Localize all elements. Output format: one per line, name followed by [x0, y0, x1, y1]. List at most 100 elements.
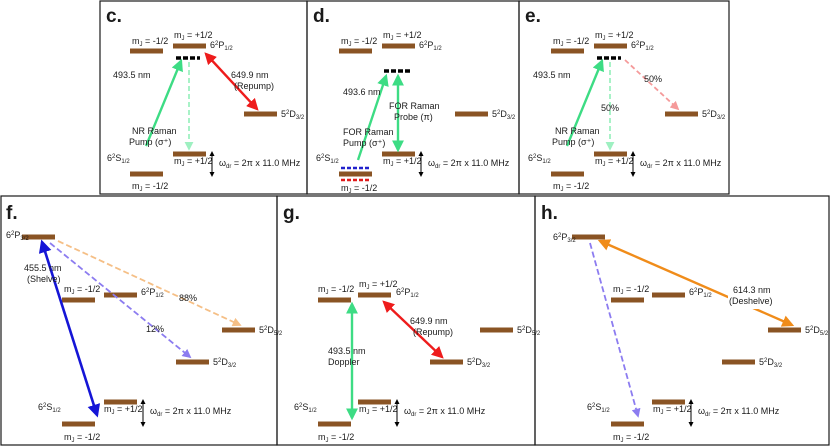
- g-label-p12: 62P1/2: [396, 287, 419, 299]
- c-label-nr-raman: NR Raman: [132, 126, 177, 136]
- e-label-pct-d: 50%: [644, 74, 662, 84]
- h-label-mj-minus: mJ = -1/2: [613, 284, 649, 296]
- h-label-deshelve: (Deshelve): [729, 296, 773, 306]
- c-label-s-mj-plus: mJ = +1/2: [174, 156, 213, 168]
- f-arrow-decay-d52: [57, 240, 242, 327]
- h-label-d52: 52D5/2: [805, 325, 829, 337]
- f-label-mj-minus: mJ = -1/2: [64, 284, 100, 296]
- d-label-d32: 52D3/2: [492, 109, 516, 121]
- e-label-pump: Pump (σ⁺): [552, 137, 594, 147]
- h-label-s-mj-minus: mJ = -1/2: [613, 432, 649, 444]
- c-label-p12: 62P1/2: [210, 40, 233, 52]
- e-label-s12: 62S1/2: [528, 153, 551, 165]
- c-label-mj-plus: mJ = +1/2: [174, 30, 213, 42]
- h-label-p12: 62P1/2: [689, 287, 712, 299]
- panel-e-frame: [518, 0, 730, 195]
- g-label-d52: 52D5/2: [517, 325, 541, 337]
- f-label-p32: 62P3/2: [6, 230, 29, 242]
- d-label-s12: 62S1/2: [316, 153, 339, 165]
- c-label-repump: (Repump): [234, 81, 274, 91]
- panel-d: d. mJ = -1/2 mJ = +1/2 62P1/2 52D3/2 493…: [313, 6, 516, 195]
- f-label-d52: 52D5/2: [259, 325, 283, 337]
- g-label-s12: 62S1/2: [294, 402, 317, 414]
- e-label-mj-minus: mJ = -1/2: [553, 36, 589, 48]
- e-arrow-493: [565, 58, 604, 147]
- panel-c: c. mJ = -1/2 mJ = +1/2 62P1/2 52D3/2 493…: [106, 6, 305, 193]
- f-label-s12: 62S1/2: [38, 402, 61, 414]
- g-label-493: 493.5 nm: [328, 346, 366, 356]
- panel-e-letter: e.: [525, 6, 541, 27]
- g-label-s-mj-minus: mJ = -1/2: [318, 432, 354, 444]
- d-label-for-raman-probe: FOR Raman: [389, 101, 440, 111]
- f-arrow-decay-d32: [49, 242, 192, 359]
- h-label-p32: 62P3/2: [553, 232, 576, 244]
- c-label-s-mj-minus: mJ = -1/2: [132, 181, 168, 193]
- e-label-nr-raman: NR Raman: [555, 126, 600, 136]
- g-label-s-mj-plus: mJ = +1/2: [359, 404, 398, 416]
- f-label-s-mj-plus: mJ = +1/2: [104, 404, 143, 416]
- g-label-doppler: Doppler: [328, 357, 360, 367]
- e-label-p12: 62P1/2: [631, 40, 654, 52]
- f-label-omega: ωdr = 2π x 11.0 MHz: [150, 406, 232, 418]
- d-label-omega: ωdr = 2π x 11.0 MHz: [428, 158, 510, 170]
- c-arrow-repump: [204, 52, 259, 111]
- d-label-mj-plus: mJ = +1/2: [383, 30, 422, 42]
- h-label-s-mj-plus: mJ = +1/2: [653, 404, 692, 416]
- panel-c-letter: c.: [106, 6, 122, 27]
- c-label-mj-minus: mJ = -1/2: [132, 36, 168, 48]
- c-label-d32: 52D3/2: [281, 109, 305, 121]
- d-label-p12: 62P1/2: [419, 40, 442, 52]
- f-arrow-shelve: [38, 239, 101, 418]
- panel-g: g. mJ = -1/2 mJ = +1/2 62P1/2 52D5/2 52D…: [283, 203, 541, 444]
- panel-e: e. mJ = -1/2 mJ = +1/2 62P1/2 52D3/2 493…: [525, 6, 726, 193]
- panel-h-frame: [534, 195, 830, 446]
- g-label-mj-minus: mJ = -1/2: [318, 284, 354, 296]
- panel-h: h. 62P3/2 mJ = -1/2 62P1/2 52D5/2 52D3/2…: [541, 203, 829, 444]
- e-label-pct-s: 50%: [601, 103, 619, 113]
- e-label-d32: 52D3/2: [702, 109, 726, 121]
- h-arrow-deshelve: [597, 239, 795, 327]
- panel-d-letter: d.: [313, 6, 330, 27]
- f-label-12: 12%: [146, 324, 164, 334]
- g-arrow-repump: [382, 300, 444, 359]
- h-label-omega: ωdr = 2π x 11.0 MHz: [698, 406, 780, 418]
- e-label-omega: ωdr = 2π x 11.0 MHz: [640, 158, 722, 170]
- c-label-649: 649.9 nm: [231, 70, 269, 80]
- c-label-s12: 62S1/2: [107, 153, 130, 165]
- h-label-d32: 52D3/2: [759, 357, 783, 369]
- panel-f-letter: f.: [6, 203, 18, 224]
- c-label-pump: Pump (σ⁺): [129, 137, 171, 147]
- g-label-649: 649.9 nm: [410, 316, 448, 326]
- g-label-repump: (Repump): [413, 327, 453, 337]
- c-label-omega: ωdr = 2π x 11.0 MHz: [219, 158, 301, 170]
- g-label-d32: 52D3/2: [467, 357, 491, 369]
- f-label-d32: 52D3/2: [213, 357, 237, 369]
- d-label-s-mj-plus: mJ = +1/2: [383, 156, 422, 168]
- d-label-s-mj-minus: mJ = -1/2: [341, 183, 377, 195]
- e-label-493: 493.5 nm: [533, 70, 571, 80]
- d-label-for-raman: FOR Raman: [343, 127, 394, 137]
- e-label-mj-plus: mJ = +1/2: [595, 30, 634, 42]
- e-label-s-mj-minus: mJ = -1/2: [553, 181, 589, 193]
- d-arrow-pump: [356, 73, 389, 161]
- d-label-493: 493.6 nm: [343, 87, 381, 97]
- d-label-pump: Pump (σ⁺): [343, 138, 385, 148]
- panel-g-letter: g.: [283, 203, 300, 224]
- d-label-mj-minus: mJ = -1/2: [341, 36, 377, 48]
- f-label-shelve: (Shelve): [27, 274, 61, 284]
- panel-f: f. 62P3/2 mJ = -1/2 62P1/2 52D5/2 52D3/2…: [6, 203, 283, 444]
- h-arrow-decay-s: [589, 242, 641, 418]
- panel-h-letter: h.: [541, 203, 558, 224]
- f-label-455: 455.5 nm: [24, 263, 62, 273]
- f-label-88: 88%: [179, 293, 197, 303]
- c-label-493: 493.5 nm: [113, 70, 151, 80]
- f-label-s-mj-minus: mJ = -1/2: [64, 432, 100, 444]
- h-label-bg: [728, 283, 776, 309]
- h-label-s12: 62S1/2: [587, 402, 610, 414]
- f-label-p12: 62P1/2: [141, 287, 164, 299]
- e-arrow-decay-d: [624, 59, 680, 111]
- c-arrow-493: [144, 58, 183, 147]
- d-label-probe: Probe (π): [394, 112, 433, 122]
- g-label-omega: ωdr = 2π x 11.0 MHz: [404, 406, 486, 418]
